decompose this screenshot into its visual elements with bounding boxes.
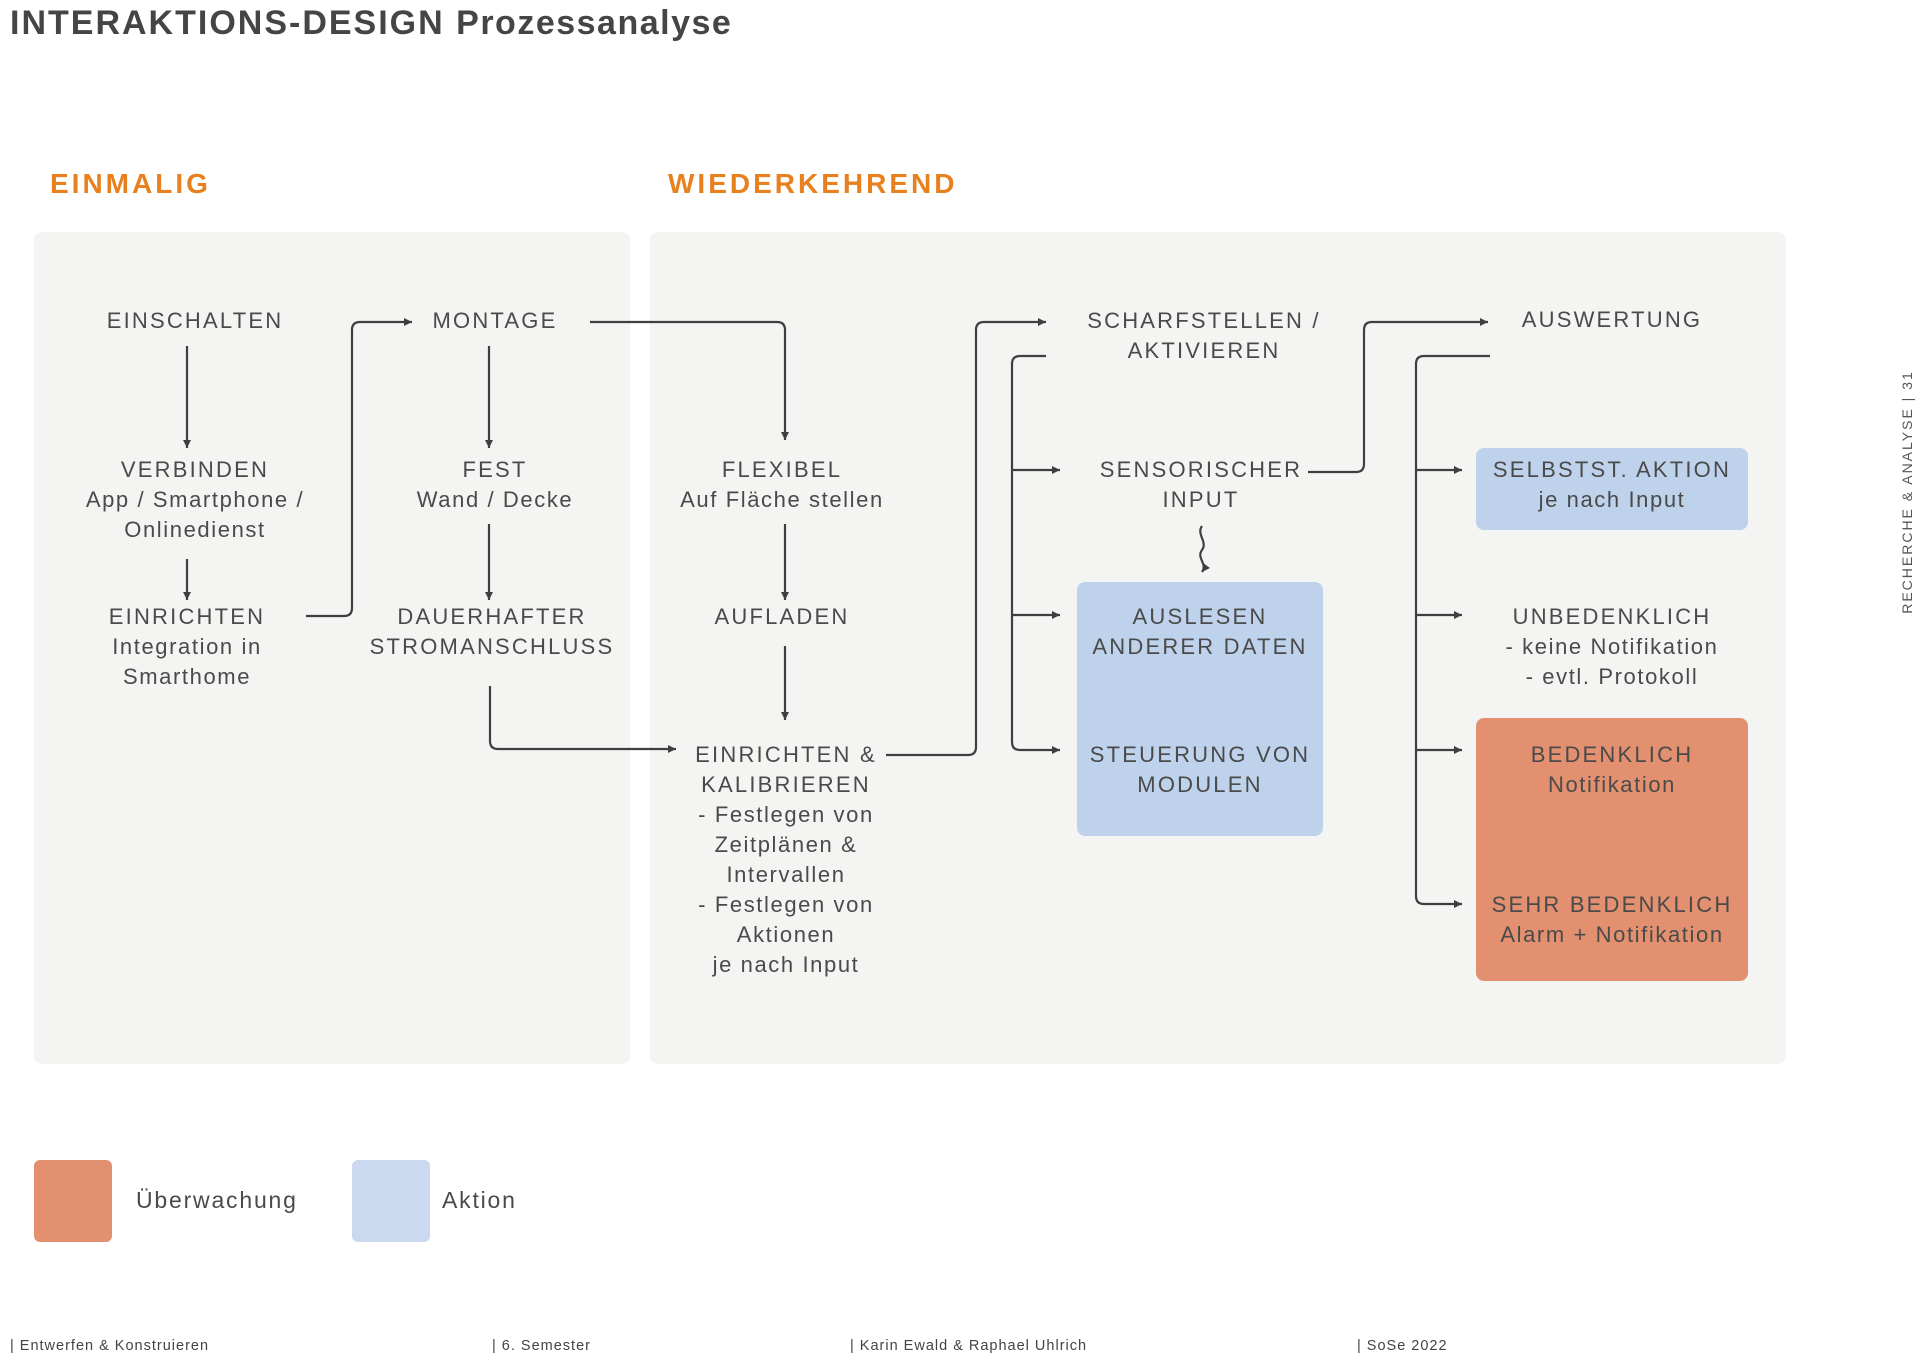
node-montage: MONTAGE <box>433 306 558 336</box>
node-verbinden-title: VERBINDEN <box>120 457 270 482</box>
node-einrichten-kalibrieren-title: KALIBRIEREN <box>701 772 871 797</box>
node-bedenklich-line: Notifikation <box>1547 772 1677 797</box>
node-scharfstellen-title: SCHARFSTELLEN / <box>1087 308 1321 333</box>
node-bedenklich-title: BEDENKLICH <box>1530 742 1694 767</box>
node-sensorischer-input-title: SENSORISCHER <box>1099 457 1303 482</box>
aktion-box-selbstst <box>1476 448 1748 530</box>
node-unbedenklich-line: - keine Notifikation <box>1505 634 1719 659</box>
node-auslesen: AUSLESEN ANDERER DATEN <box>1092 602 1307 662</box>
aktion-box-auslesen-steuerung <box>1077 582 1323 836</box>
ueberwachung-box-bedenklich <box>1476 718 1748 981</box>
node-flexibel-title: FLEXIBEL <box>721 457 843 482</box>
node-einrichten-smarthome-title: EINRICHTEN <box>108 604 266 629</box>
node-dauerhafter: DAUERHAFTER STROMANSCHLUSS <box>370 602 615 662</box>
node-auswertung: AUSWERTUNG <box>1522 305 1703 335</box>
arrow-montage-flexibel <box>590 320 789 440</box>
node-fest-line: Wand / Decke <box>416 487 574 512</box>
footer-course: | Entwerfen & Konstruieren <box>10 1338 210 1354</box>
panel-einmalig <box>34 232 630 1064</box>
title-main: INTERAKTIONS-DESIGN <box>10 4 445 42</box>
arrow-einrichten-scharfstellen <box>886 318 1046 757</box>
arrow-scharfstellen-branches <box>1010 354 1060 754</box>
node-selbstst-aktion-title: SELBSTST. AKTION <box>1492 457 1732 482</box>
node-einrichten-kalibrieren-line: Aktionen <box>736 922 836 947</box>
node-einschalten-title: EINSCHALTEN <box>106 308 284 333</box>
node-einrichten-kalibrieren: EINRICHTEN & KALIBRIEREN - Festlegen von… <box>695 740 877 980</box>
node-sensorischer-input-title: INPUT <box>1162 487 1240 512</box>
node-einrichten-kalibrieren-title: EINRICHTEN & <box>695 742 877 767</box>
node-steuerung-title: MODULEN <box>1137 772 1263 797</box>
node-verbinden-line: App / Smartphone / <box>85 487 305 512</box>
node-steuerung: STEUERUNG VON MODULEN <box>1090 740 1311 800</box>
legend-label-ueberwachung: Überwachung <box>136 1187 298 1213</box>
node-auslesen-title: AUSLESEN <box>1132 604 1268 629</box>
node-unbedenklich-title: UNBEDENKLICH <box>1512 604 1712 629</box>
node-scharfstellen-title: AKTIVIEREN <box>1127 338 1281 363</box>
title-subtitle: Prozessanalyse <box>456 4 733 42</box>
arrow-einrichten-montage <box>306 318 412 618</box>
footer-term: | SoSe 2022 <box>1357 1338 1448 1354</box>
node-dauerhafter-title: DAUERHAFTER <box>397 604 587 629</box>
node-unbedenklich-line: - evtl. Protokoll <box>1525 664 1699 689</box>
side-label: RECHERCHE & ANALYSE | 31 <box>1899 370 1915 614</box>
legend-swatch-ueberwachung <box>34 1160 112 1242</box>
node-verbinden: VERBINDEN App / Smartphone / Onlinediens… <box>86 455 304 545</box>
arrow-sensorischer-auslesen <box>1199 525 1210 573</box>
node-auswertung-title: AUSWERTUNG <box>1521 307 1703 332</box>
node-einrichten-smarthome-line: Integration in <box>112 634 262 659</box>
node-dauerhafter-title: STROMANSCHLUSS <box>369 634 615 659</box>
node-einrichten-kalibrieren-line: - Festlegen von <box>698 802 874 827</box>
section-label-wiederkehrend: WIEDERKEHREND <box>668 168 958 199</box>
arrow-dauerhafter-einrichten <box>488 686 676 753</box>
arrow-sensorischer-auswertung <box>1308 318 1488 474</box>
node-einrichten-kalibrieren-line: - Festlegen von <box>698 892 874 917</box>
legend-label-aktion: Aktion <box>442 1187 517 1213</box>
node-fest: FEST Wand / Decke <box>417 455 574 515</box>
node-bedenklich: BEDENKLICH Notifikation <box>1531 740 1694 800</box>
footer-authors: | Karin Ewald & Raphael Uhlrich <box>850 1338 1088 1354</box>
node-sehr-bedenklich-title: SEHR BEDENKLICH <box>1491 892 1733 917</box>
node-sehr-bedenklich: SEHR BEDENKLICH Alarm + Notifikation <box>1492 890 1733 950</box>
node-selbstst-aktion: SELBSTST. AKTION je nach Input <box>1493 455 1731 515</box>
node-einrichten-kalibrieren-line: je nach Input <box>712 952 860 977</box>
node-flexibel: FLEXIBEL Auf Fläche stellen <box>680 455 884 515</box>
node-einrichten-smarthome: EINRICHTEN Integration in Smarthome <box>109 602 265 692</box>
node-einrichten-smarthome-line: Smarthome <box>122 664 252 689</box>
node-montage-title: MONTAGE <box>432 308 558 333</box>
node-auslesen-title: ANDERER DATEN <box>1092 634 1308 659</box>
legend-swatch-aktion <box>352 1160 430 1242</box>
node-verbinden-line: Onlinedienst <box>124 517 266 542</box>
node-einrichten-kalibrieren-line: Zeitplänen & <box>714 832 858 857</box>
node-unbedenklich: UNBEDENKLICH - keine Notifikation - evtl… <box>1506 602 1719 692</box>
node-selbstst-aktion-line: je nach Input <box>1538 487 1686 512</box>
arrow-auswertung-branches <box>1414 354 1490 908</box>
node-einrichten-kalibrieren-line: Intervallen <box>726 862 846 887</box>
footer-semester: | 6. Semester <box>492 1338 591 1354</box>
node-sehr-bedenklich-line: Alarm + Notifikation <box>1500 922 1724 947</box>
node-sensorischer-input: SENSORISCHER INPUT <box>1100 455 1302 515</box>
node-flexibel-line: Auf Fläche stellen <box>680 487 884 512</box>
node-aufladen: AUFLADEN <box>715 602 850 632</box>
node-einschalten: EINSCHALTEN <box>107 306 284 336</box>
page-title: INTERAKTIONS-DESIGN Prozessanalyse <box>10 4 732 43</box>
section-label-einmalig: EINMALIG <box>50 168 211 199</box>
node-scharfstellen: SCHARFSTELLEN / AKTIVIEREN <box>1087 306 1321 366</box>
node-steuerung-title: STEUERUNG VON <box>1089 742 1311 767</box>
node-aufladen-title: AUFLADEN <box>714 604 850 629</box>
node-fest-title: FEST <box>462 457 528 482</box>
